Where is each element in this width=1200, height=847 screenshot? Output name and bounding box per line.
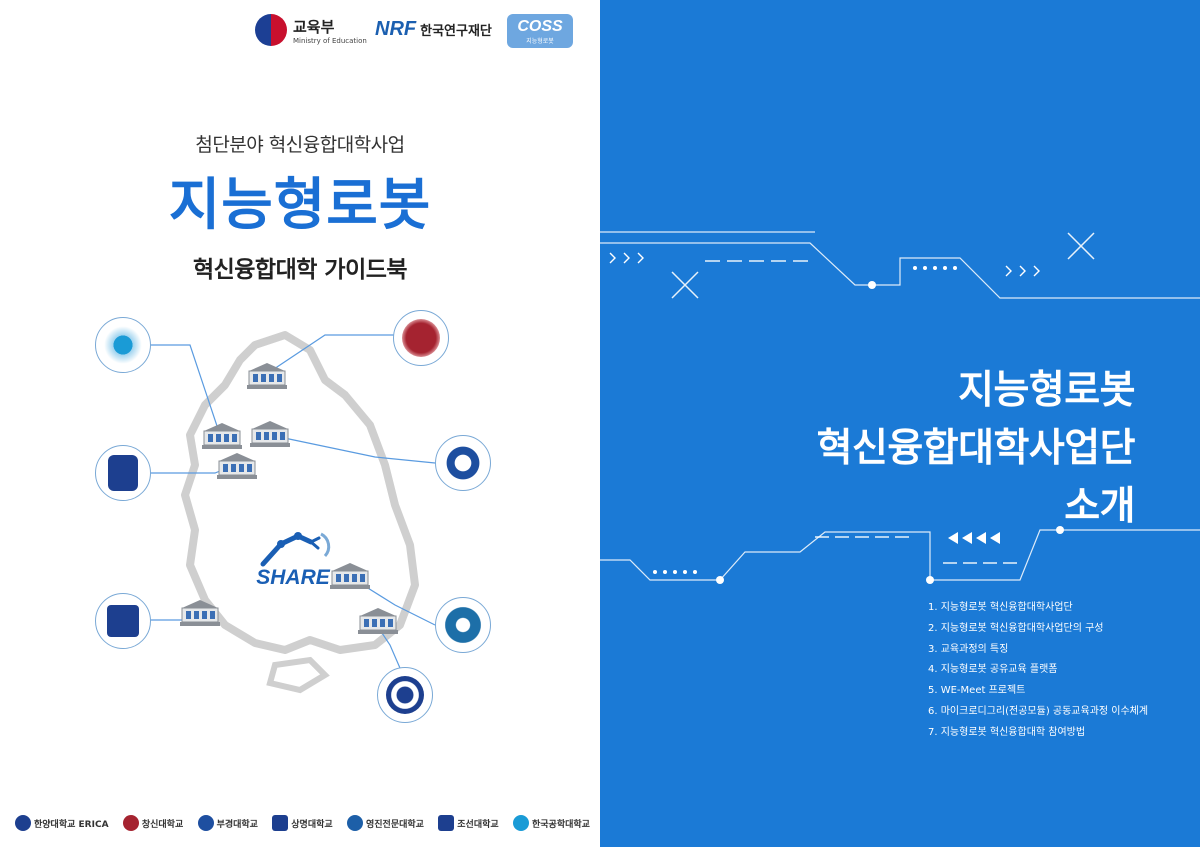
partner-logo: 한양대학교 ERICA — [15, 815, 109, 831]
table-of-contents: 1. 지능형로봇 혁신융합대학사업단 2. 지능형로봇 혁신융합대학사업단의 구… — [928, 598, 1148, 744]
university-emblem-icon — [438, 815, 455, 831]
toc-item: 4. 지능형로봇 공유교육 플랫폼 — [928, 664, 1058, 676]
university-logo-icon — [435, 597, 491, 653]
partner-name: 영진전문대학교 — [366, 819, 424, 830]
toc-item: 7. 지능형로봇 혁신융합대학 참여방법 — [928, 726, 1086, 738]
left-page: 교육부 Ministry of Education NRF 한국연구재단 COS… — [15, 10, 590, 836]
campus-building-icon — [202, 423, 242, 449]
university-emblem-icon — [15, 815, 31, 831]
partner-logo: 한국공학대학교 — [513, 815, 590, 831]
cover-subtitle: 첨단분야 혁신융합대학사업 — [195, 134, 405, 156]
campus-building-icon — [180, 600, 220, 626]
moe-emblem-icon — [255, 14, 287, 46]
university-logo-icon — [393, 310, 449, 366]
partner-name: 상명대학교 — [291, 819, 333, 830]
university-logo-icon — [435, 435, 491, 491]
korea-map-illustration: SHARE — [95, 305, 505, 723]
university-emblem-icon — [272, 815, 289, 831]
cover-title: 지능형로봇 — [168, 173, 432, 238]
section-title-line: 혁신융합대학사업단 — [816, 426, 1136, 471]
university-emblem-icon — [197, 815, 214, 831]
university-emblem-icon — [122, 815, 139, 831]
nrf-logo: NRF 한국연구재단 — [375, 18, 492, 41]
partner-logo: 영진전문대학교 — [347, 815, 424, 831]
toc-item: 3. 교육과정의 특징 — [928, 643, 1009, 655]
circuit-decoration-icon — [600, 231, 1200, 584]
moe-name-en: Ministry of Education — [293, 36, 367, 45]
university-logo-icon — [377, 667, 433, 723]
campus-building-icon — [247, 363, 287, 389]
guidebook-title: 혁신융합대학 가이드북 — [192, 257, 408, 283]
university-logo-icon — [95, 593, 151, 649]
section-title-line: 소개 — [1064, 484, 1135, 529]
moe-name-ko: 교육부 — [293, 17, 335, 36]
nrf-name: 한국연구재단 — [420, 24, 492, 39]
partner-name: 부경대학교 — [216, 819, 258, 830]
robot-arm-icon — [260, 532, 331, 567]
university-logo-icon — [95, 317, 151, 373]
campus-building-icon — [330, 563, 370, 589]
campus-building-icon — [217, 453, 257, 479]
partner-university-logos: 한양대학교 ERICA 창신대학교 부경대학교 상명대학교 영진전문대학교 조선… — [15, 810, 590, 836]
nrf-mark: NRF — [375, 18, 417, 40]
toc-item: 6. 마이크로디그리(전공모듈) 공동교육과정 이수체계 — [928, 705, 1149, 717]
right-page: 지능형로봇 혁신융합대학사업단 소개 1. 지능형로봇 혁신융합대학사업단 2.… — [600, 0, 1200, 847]
section-title: 지능형로봇 혁신융합대학사업단 소개 — [816, 362, 1136, 536]
university-emblem-icon — [513, 815, 529, 831]
partner-name: 조선대학교 — [457, 819, 499, 830]
sponsor-logos: 교육부 Ministry of Education NRF 한국연구재단 COS… — [255, 10, 585, 52]
toc-item: 2. 지능형로봇 혁신융합대학사업단의 구성 — [928, 622, 1104, 634]
campus-building-icon — [250, 421, 290, 447]
section-title-line: 지능형로봇 — [958, 368, 1135, 413]
partner-logo: 조선대학교 — [438, 815, 499, 831]
partner-name: 한국공학대학교 — [532, 819, 590, 830]
coss-sub: 지능형로봇 — [526, 38, 554, 45]
partner-name: 한양대학교 ERICA — [34, 819, 109, 830]
partner-logo: 부경대학교 — [197, 815, 258, 831]
partner-logo: 상명대학교 — [272, 815, 333, 831]
university-logo-icon — [95, 445, 151, 501]
toc-item: 5. WE-Meet 프로젝트 — [928, 685, 1026, 697]
share-label: SHARE — [256, 566, 330, 589]
coss-logo: COSS 지능형로봇 — [507, 14, 573, 48]
share-logo: SHARE — [243, 530, 343, 590]
campus-building-icon — [358, 608, 398, 634]
university-emblem-icon — [347, 815, 363, 831]
coss-mark: COSS — [517, 17, 563, 35]
partner-logo: 창신대학교 — [122, 815, 184, 831]
partner-name: 창신대학교 — [141, 819, 184, 830]
toc-item: 1. 지능형로봇 혁신융합대학사업단 — [928, 602, 1073, 613]
moe-logo: 교육부 Ministry of Education — [255, 14, 367, 46]
